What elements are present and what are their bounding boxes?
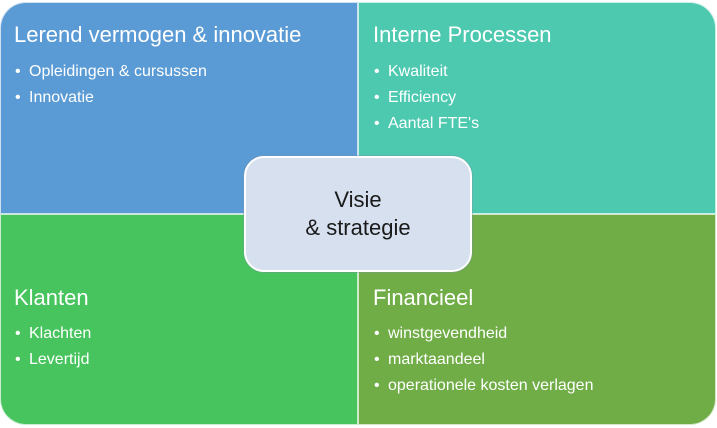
center-label-line-2: & strategie [305,215,411,240]
quadrant-title: Financieel [373,285,474,310]
list-item: marktaandeel [374,347,593,373]
quadrant-title: Lerend vermogen & innovatie [14,22,302,47]
list-item: Kwaliteit [374,59,479,85]
list-item: Levertijd [15,347,91,373]
quadrant-title: Klanten [14,285,89,310]
center-label-line-1: Visie [334,187,382,212]
bullet-list: winstgevendheid marktaandeel operationel… [374,321,593,399]
list-item: Efficiency [374,85,479,111]
quadrant-title: Interne Processen [373,22,552,47]
bullet-list: Klachten Levertijd [15,321,91,373]
bullet-list: Kwaliteit Efficiency Aantal FTE's [374,59,479,137]
list-item: Klachten [15,321,91,347]
quadrant-internal-processes: Interne Processen Kwaliteit Efficiency A… [358,2,716,214]
list-item: operationele kosten verlagen [374,373,593,399]
vision-strategy-box: Visie & strategie [244,156,472,272]
list-item: Opleidingen & cursussen [15,59,207,85]
list-item: Innovatie [15,85,207,111]
bullet-list: Opleidingen & cursussen Innovatie [15,59,207,111]
list-item: winstgevendheid [374,321,593,347]
list-item: Aantal FTE's [374,111,479,137]
quadrant-learning-innovation: Lerend vermogen & innovatie Opleidingen … [0,2,358,214]
